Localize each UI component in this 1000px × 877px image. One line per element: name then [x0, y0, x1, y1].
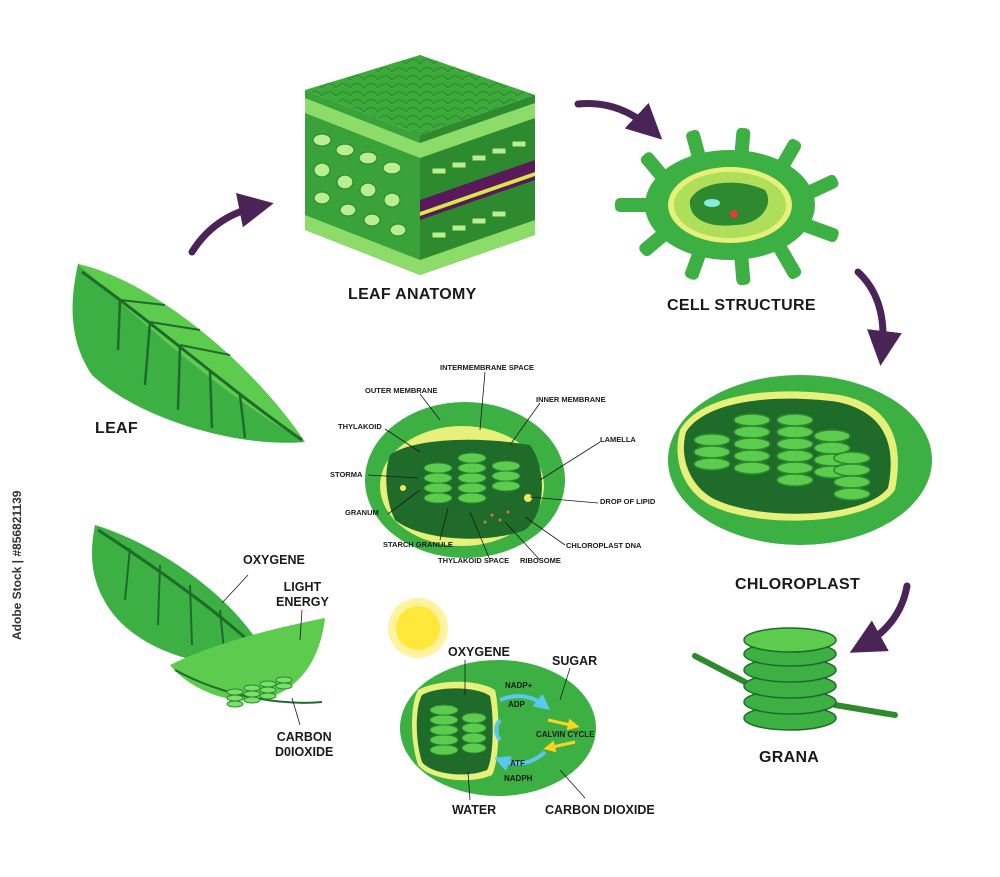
photosynthesis-illustration [388, 598, 596, 801]
label-nadph: NADPH [504, 774, 533, 783]
label-granum: GRANUM [345, 508, 379, 517]
grana-illustration [692, 627, 898, 731]
cell-structure-label: CELL STRUCTURE [667, 297, 816, 314]
leaf-anatomy-label: LEAF ANATOMY [348, 286, 477, 303]
label-chloroplast-dna: CHLOROPLAST DNA [566, 541, 642, 550]
flow-arrows [188, 100, 911, 653]
label-lamella: LAMELLA [600, 435, 636, 444]
label-sugar: SUGAR [552, 654, 598, 668]
cell-structure-illustration [615, 127, 839, 286]
label-adp: ADP [508, 700, 525, 709]
label-drop-of-lipid: DROP OF LIPID [600, 497, 656, 506]
label-ribosome: RIBOSOME [520, 556, 561, 565]
label-thylakoid-space: THYLAKOID SPACE [438, 556, 510, 565]
label-nadp: NADP+ [505, 681, 533, 690]
arrow-leaf-to-anatomy [188, 192, 274, 256]
label-calvin-cycle: CALVIN CYCLE [536, 730, 595, 739]
label-thylakoid: THYLAKOID [338, 422, 382, 431]
leaf-label: LEAF [95, 420, 138, 437]
stock-watermark: Adobe Stock | #856821139 [10, 490, 24, 640]
label-photo-oxygen: OXYGENE [448, 645, 510, 659]
arrow-anatomy-to-cell [574, 100, 663, 140]
label-starch-granule: STARCH GRANULE [383, 540, 453, 549]
leaf-process-illustration [91, 525, 325, 726]
arrow-cell-to-chloroplast [854, 268, 902, 366]
label-intermembrane-space: INTERMEMBRANE SPACE [440, 363, 535, 372]
label-atf: ATF [510, 759, 525, 768]
chloroplast-illustration [668, 375, 932, 545]
chloroplast-detail-illustration [365, 371, 601, 561]
label-leaf-carbon-dioxide: CARBON D0IOXIDE [275, 730, 334, 759]
label-water: WATER [452, 803, 497, 817]
arrow-chloroplast-to-grana [849, 582, 911, 653]
label-inner-membrane: INNER MEMBRANE [536, 395, 606, 404]
grana-stacks [693, 413, 871, 501]
leaf-anatomy-cube [305, 55, 535, 275]
label-light-energy: LIGHT ENERGY [276, 580, 329, 609]
label-photo-carbon-dioxide: CARBON DIOXIDE [545, 803, 655, 817]
chloroplast-label: CHLOROPLAST [735, 576, 861, 593]
grana-label: GRANA [759, 749, 820, 766]
label-outer-membrane: OUTER MEMBRANE [365, 386, 438, 395]
leaf-illustration [72, 264, 305, 443]
label-leaf-oxygen: OXYGENE [243, 553, 305, 567]
label-storma: STORMA [330, 470, 363, 479]
